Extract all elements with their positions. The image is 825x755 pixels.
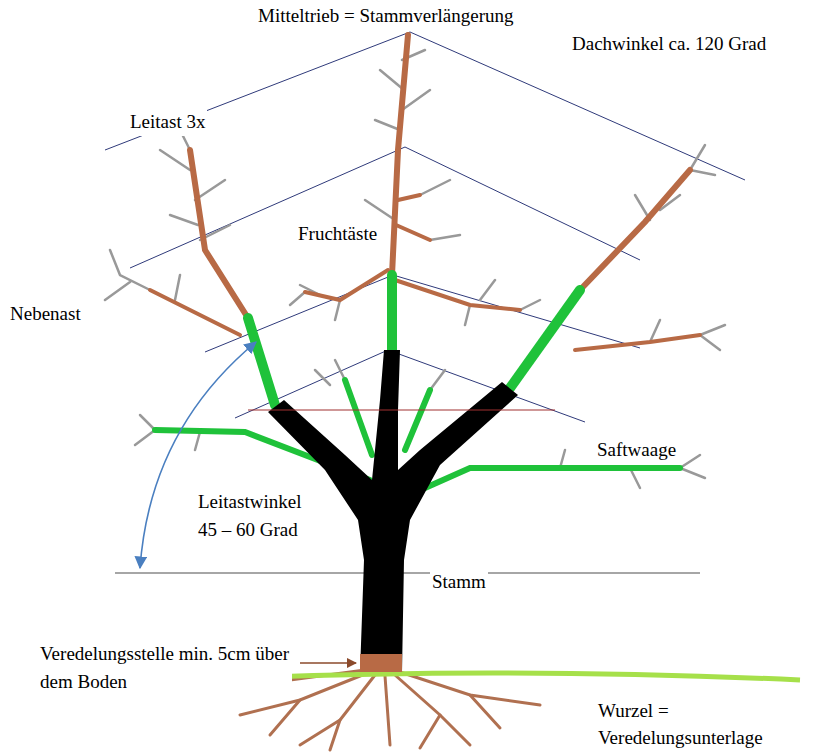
- part-label: Veredelungsstelle min. 5cm über dem Bode…: [38, 640, 292, 695]
- part-label: Saftwaage: [595, 436, 678, 464]
- part-label: Nebenast: [8, 300, 83, 328]
- twigs: [105, 35, 725, 488]
- part-label: Leitastwinkel 45 – 60 Grad: [196, 488, 322, 543]
- leader-line: [300, 662, 356, 664]
- young-wood: [248, 275, 580, 405]
- graft-union: [360, 654, 402, 672]
- part-label: Mitteltrieb = Stammverlängerung: [256, 2, 516, 30]
- part-label: Wurzel = Veredelungsunterlage: [596, 697, 800, 752]
- horizontal-line: [115, 572, 700, 574]
- part-label: Dachwinkel ca. 120 Grad: [570, 30, 768, 58]
- part-label: Stamm: [430, 568, 488, 596]
- sap-balance-line: [248, 409, 555, 410]
- branches: [190, 35, 690, 318]
- fruit-branches: [150, 195, 700, 350]
- part-label: Fruchtäste: [296, 220, 379, 248]
- part-label: Leitast 3x: [128, 108, 207, 136]
- roof-lines: [105, 32, 745, 422]
